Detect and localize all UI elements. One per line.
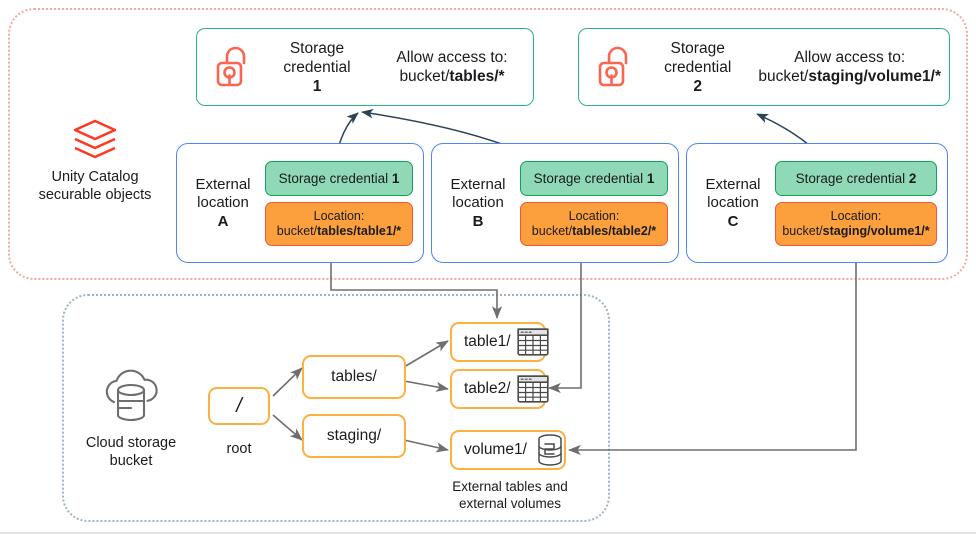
loc-c-letter: C bbox=[727, 212, 739, 230]
external-location-c-label: External location C bbox=[691, 176, 775, 231]
storage-credential-1-card[interactable]: Storage credential 1 Allow access to: bu… bbox=[196, 28, 534, 106]
loc-b-credential-number: 1 bbox=[646, 170, 655, 186]
storage-credential-2-title: Storage credential 2 bbox=[645, 39, 750, 96]
loc-a-line2: location bbox=[197, 193, 249, 211]
loc-b-letter: B bbox=[472, 212, 484, 230]
bucket-node-volume1[interactable]: volume1/ bbox=[450, 430, 566, 470]
credential-1-number: 1 bbox=[312, 77, 322, 95]
loc-b-credential-chip[interactable]: Storage credential 1 bbox=[520, 160, 668, 196]
unlocked-padlock-icon bbox=[593, 41, 639, 93]
bucket-node-volume1-label: volume1/ bbox=[464, 441, 527, 458]
bucket-leaves-caption-line1: External tables and bbox=[452, 479, 568, 494]
wire-loc-c-to-volume1 bbox=[568, 258, 857, 456]
volume-cylinder-icon bbox=[535, 434, 565, 466]
loc-a-line1: External bbox=[195, 175, 251, 193]
bucket-node-table2-label: table2/ bbox=[464, 380, 511, 397]
unity-catalog-section-label: Unity Catalog securable objects bbox=[24, 118, 166, 204]
loc-b-location-chip[interactable]: Location: bucket/tables/table2/* bbox=[520, 201, 668, 246]
loc-b-credential-prefix: Storage credential bbox=[533, 170, 647, 186]
bucket-node-tables[interactable]: tables/ bbox=[302, 355, 406, 399]
cloud-database-icon bbox=[56, 368, 206, 430]
loc-c-line1: External bbox=[705, 175, 761, 193]
loc-b-location-bold: tables/table2/* bbox=[572, 223, 657, 238]
storage-credential-2-card[interactable]: Storage credential 2 Allow access to: bu… bbox=[578, 28, 950, 106]
loc-c-location-prefix: bucket/ bbox=[782, 223, 823, 238]
unity-catalog-label-line2: securable objects bbox=[38, 187, 152, 203]
loc-b-location-label: Location: bbox=[568, 208, 620, 223]
external-location-b-label: External location B bbox=[436, 176, 520, 231]
loc-c-credential-prefix: Storage credential bbox=[795, 170, 909, 186]
credential-1-title-line2: credential bbox=[283, 58, 351, 76]
loc-a-location-prefix: bucket/ bbox=[276, 223, 318, 238]
loc-a-location-bold: tables/table1/* bbox=[317, 223, 402, 238]
table-grid-icon bbox=[516, 375, 549, 403]
cloud-storage-section-label: Cloud storage bucket bbox=[56, 368, 206, 470]
credential-2-title-line2: credential bbox=[664, 58, 732, 76]
bucket-leaves-caption-line2: external volumes bbox=[458, 496, 562, 511]
bucket-node-root[interactable]: / bbox=[208, 387, 270, 425]
loc-c-location-bold: staging/volume1/* bbox=[822, 223, 930, 238]
loc-b-line1: External bbox=[450, 175, 506, 193]
credential-2-allow-prefix: bucket/ bbox=[758, 68, 809, 85]
loc-c-line2: location bbox=[707, 193, 759, 211]
external-location-a-card[interactable]: External location A Storage credential 1… bbox=[176, 143, 424, 263]
loc-c-credential-chip[interactable]: Storage credential 2 bbox=[775, 160, 937, 196]
credential-1-allow-prefix: bucket/ bbox=[399, 68, 450, 85]
bucket-leaves-caption: External tables and external volumes bbox=[438, 478, 582, 512]
storage-credential-2-permission: Allow access to: bucket/staging/volume1/… bbox=[750, 48, 949, 86]
bucket-node-table1[interactable]: table1/ bbox=[450, 322, 549, 362]
external-location-a-label: External location A bbox=[181, 176, 265, 231]
loc-c-location-chip[interactable]: Location: bucket/staging/volume1/* bbox=[775, 201, 937, 246]
loc-a-location-label: Location: bbox=[313, 208, 365, 223]
loc-a-letter: A bbox=[217, 212, 229, 230]
external-location-b-card[interactable]: External location B Storage credential 1… bbox=[431, 143, 679, 263]
storage-credential-1-permission: Allow access to: bucket/tables/* bbox=[371, 48, 533, 86]
loc-b-location-prefix: bucket/ bbox=[531, 223, 573, 238]
loc-a-credential-number: 1 bbox=[391, 170, 400, 186]
loc-a-credential-prefix: Storage credential bbox=[278, 170, 392, 186]
loc-c-location-label: Location: bbox=[830, 208, 882, 223]
footer-divider bbox=[0, 532, 976, 534]
external-location-c-card[interactable]: External location C Storage credential 2… bbox=[686, 143, 948, 263]
bucket-node-root-caption: root bbox=[226, 441, 252, 457]
bucket-node-tables-label: tables/ bbox=[331, 368, 377, 385]
loc-a-credential-chip[interactable]: Storage credential 1 bbox=[265, 160, 413, 196]
cloud-storage-label-line1: Cloud storage bbox=[85, 435, 177, 451]
credential-2-allow-bold: staging/volume1/* bbox=[808, 68, 941, 85]
credential-1-allow-label: Allow access to: bbox=[396, 49, 508, 66]
unlocked-padlock-icon bbox=[211, 41, 257, 93]
loc-c-credential-number: 2 bbox=[908, 170, 917, 186]
credential-1-title-line1: Storage bbox=[289, 39, 345, 57]
databricks-layers-icon bbox=[24, 118, 166, 162]
credential-1-allow-bold: tables/* bbox=[449, 68, 505, 85]
credential-2-number: 2 bbox=[693, 77, 702, 95]
bucket-node-staging[interactable]: staging/ bbox=[302, 414, 406, 458]
table-grid-icon bbox=[516, 328, 549, 356]
bucket-node-root-label: / bbox=[236, 394, 242, 417]
credential-2-allow-label: Allow access to: bbox=[794, 49, 906, 66]
bucket-node-table2[interactable]: table2/ bbox=[450, 369, 549, 409]
storage-credential-1-title: Storage credential 1 bbox=[263, 39, 371, 96]
cloud-storage-label-line2: bucket bbox=[109, 453, 153, 469]
loc-b-line2: location bbox=[452, 193, 504, 211]
credential-2-title-line1: Storage bbox=[670, 39, 725, 57]
unity-catalog-label-line1: Unity Catalog bbox=[51, 169, 139, 185]
bucket-node-table1-label: table1/ bbox=[464, 333, 511, 350]
loc-a-location-chip[interactable]: Location: bucket/tables/table1/* bbox=[265, 201, 413, 246]
bucket-node-staging-label: staging/ bbox=[326, 427, 382, 444]
